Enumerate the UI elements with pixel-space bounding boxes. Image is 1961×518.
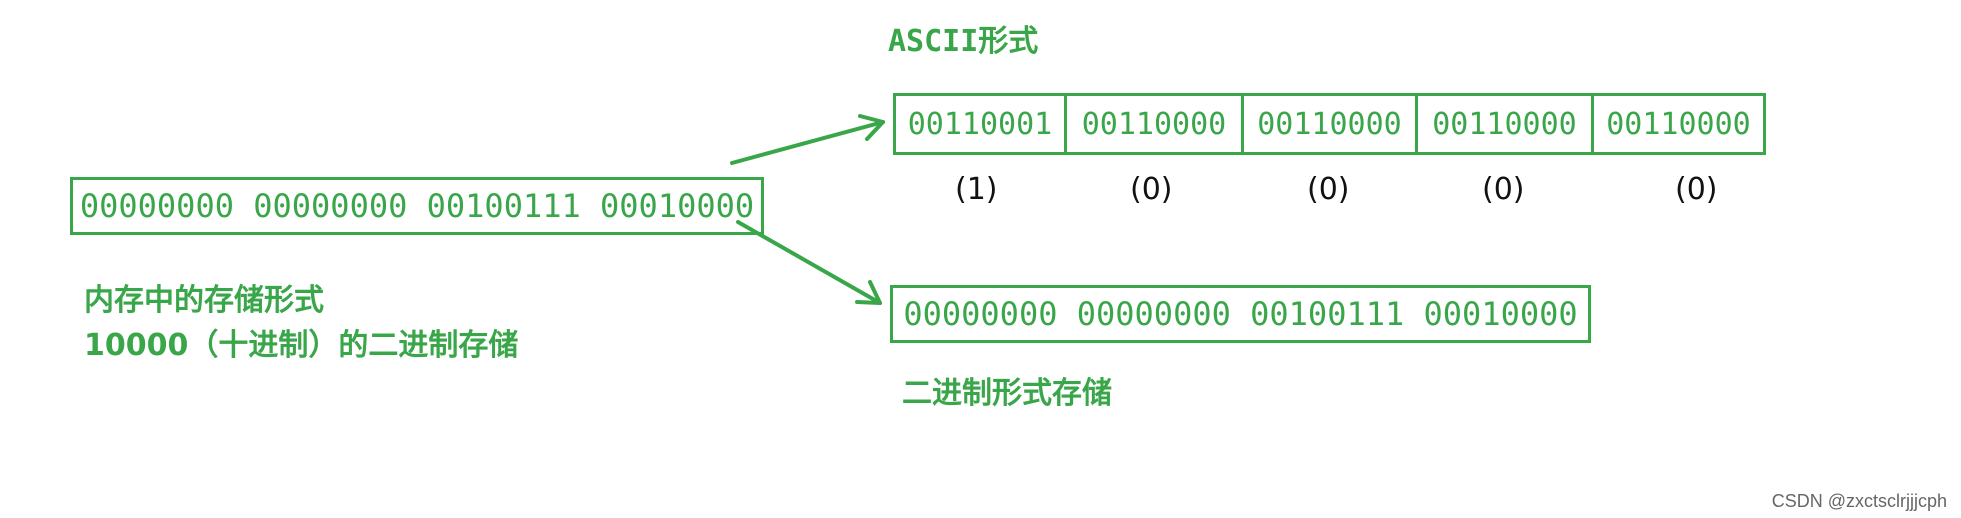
ascii-cells-row: 00110001 00110000 00110000 00110000 0011…	[893, 93, 1766, 155]
memory-caption-line1: 内存中的存储形式	[84, 283, 324, 318]
memory-caption-line2: 10000（十进制）的二进制存储	[84, 328, 519, 363]
ascii-cell-bits: 00110001	[907, 106, 1053, 142]
memory-binary-value: 00000000 00000000 00100111 00010000	[79, 187, 755, 225]
ascii-cell: 00110001	[893, 93, 1067, 155]
ascii-char-label: (1)	[955, 172, 998, 207]
arrow-to-ascii	[730, 120, 885, 165]
arrow-to-binary-head	[855, 280, 882, 305]
binary-form-box: 00000000 00000000 00100111 00010000	[890, 285, 1591, 343]
ascii-cell-bits: 00110000	[1081, 106, 1227, 142]
watermark: CSDN @zxctsclrjjjcph	[1771, 491, 1947, 511]
ascii-char-label: (0)	[1130, 172, 1173, 207]
ascii-cell: 00110000	[1064, 93, 1244, 155]
memory-binary-box: 00000000 00000000 00100111 00010000	[70, 177, 764, 235]
ascii-char-label: (0)	[1307, 172, 1350, 207]
ascii-cell-bits: 00110000	[1606, 106, 1751, 142]
ascii-cell: 00110000	[1241, 93, 1418, 155]
ascii-char-label: (0)	[1675, 172, 1718, 207]
ascii-title: ASCII形式	[888, 24, 1039, 59]
arrow-to-ascii-head	[858, 114, 885, 141]
ascii-cell-bits: 00110000	[1257, 106, 1402, 142]
binary-form-value: 00000000 00000000 00100111 00010000	[903, 295, 1578, 333]
ascii-cell: 00110000	[1591, 93, 1766, 155]
ascii-char-label: (0)	[1482, 172, 1525, 207]
ascii-cell-bits: 00110000	[1432, 106, 1577, 142]
binary-form-caption: 二进制形式存储	[902, 376, 1112, 411]
ascii-cell: 00110000	[1415, 93, 1594, 155]
